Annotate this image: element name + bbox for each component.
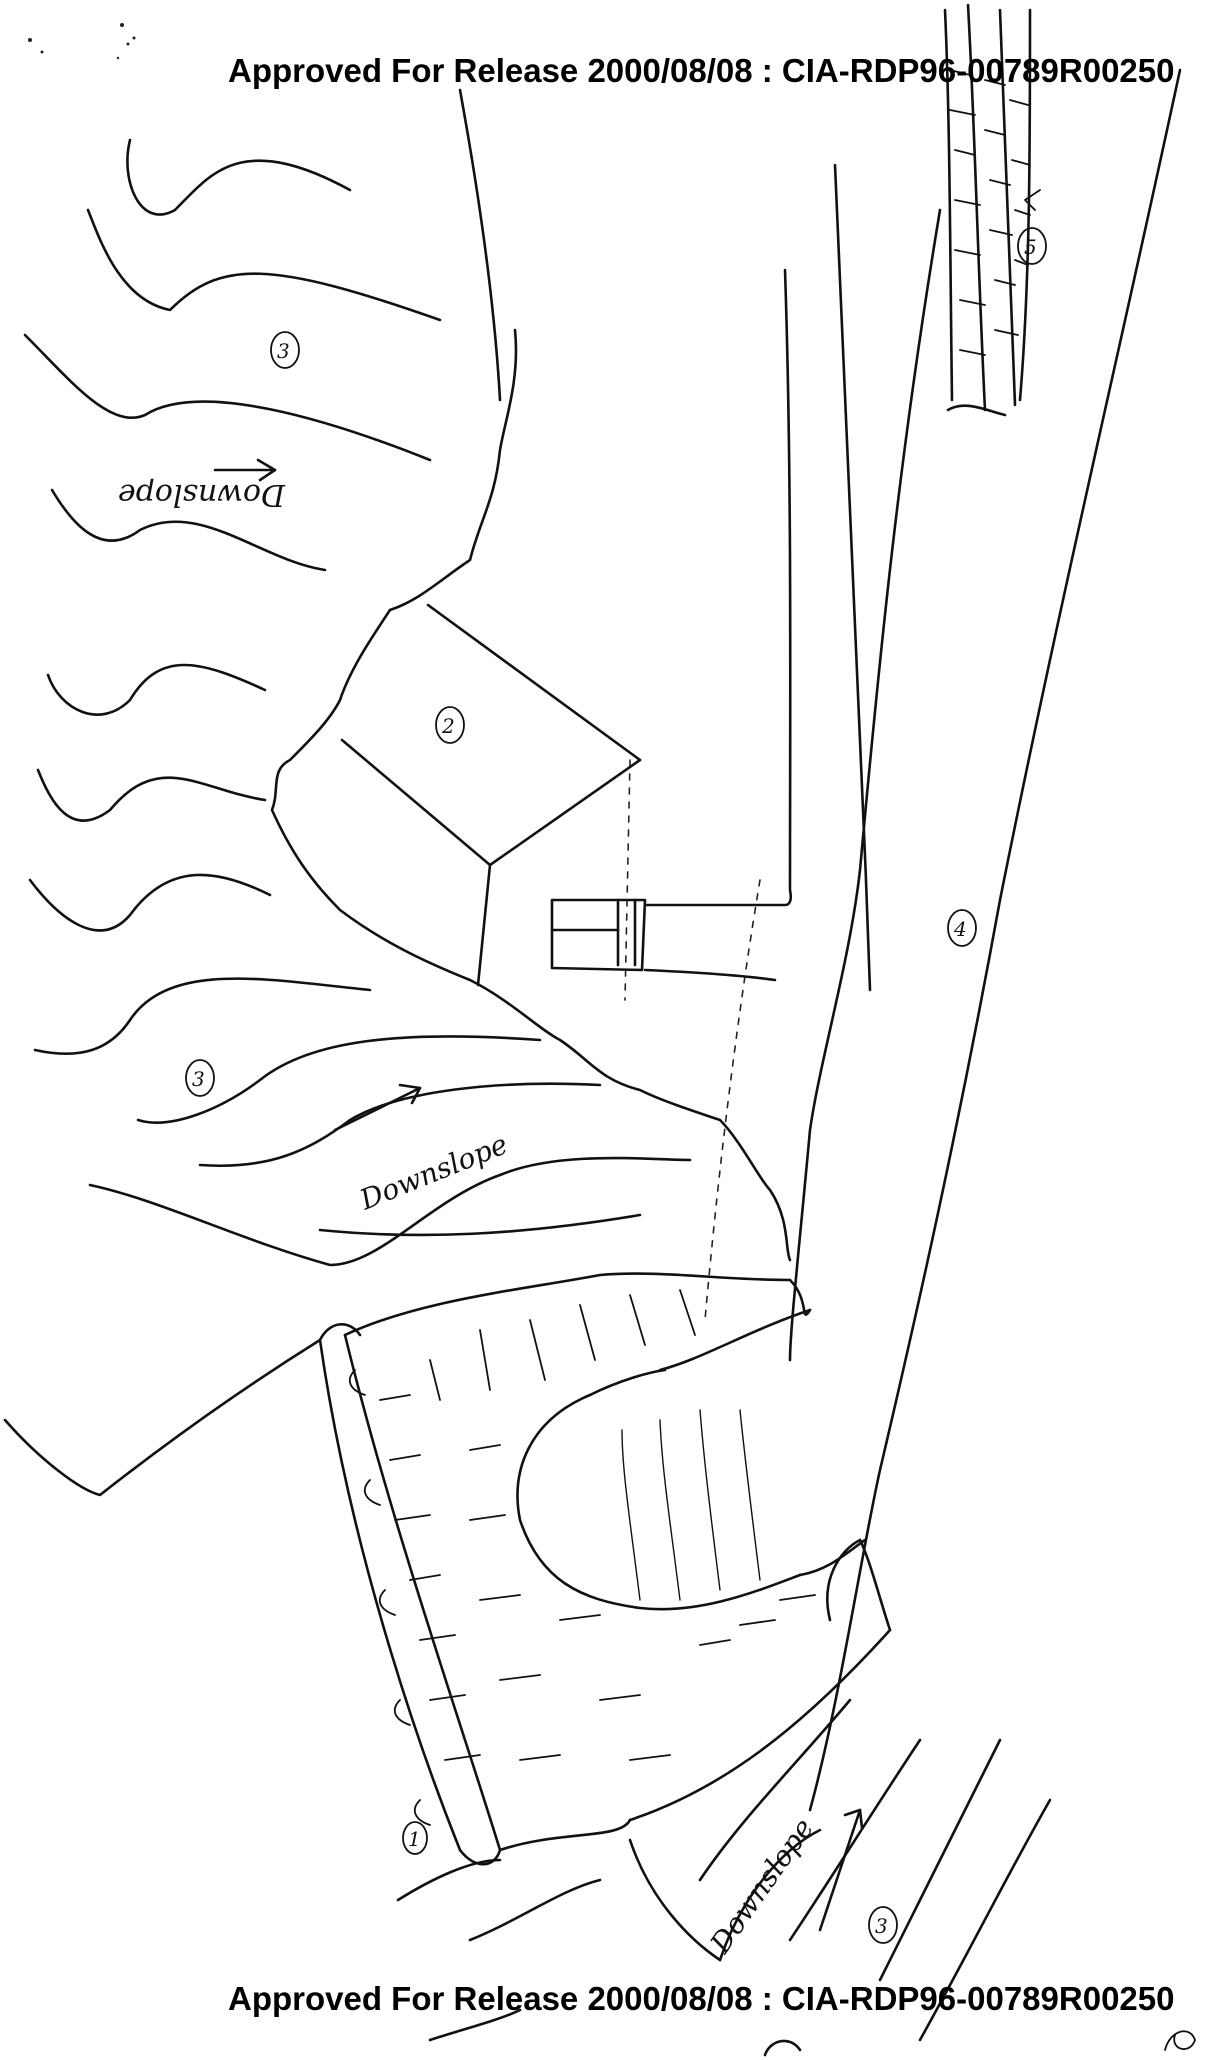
lower-left-curves [5, 1340, 600, 2040]
building-2 [342, 605, 775, 1000]
area-label-5: 5 [1024, 235, 1037, 259]
bottom-marks [765, 2031, 1195, 2055]
downslope-label-top: Downslope [118, 477, 286, 512]
area-labels: 3 2 3 4 5 1 3 [186, 228, 1046, 1943]
downslope-label-bottom: Downslope [703, 1812, 820, 1960]
bridge-structure-1 [320, 1274, 890, 1865]
area-label-3-top: 3 [277, 339, 290, 363]
slope-lines-top [25, 140, 440, 930]
release-footer-stamp: Approved For Release 2000/08/08 : CIA-RD… [228, 1980, 1174, 2018]
downslope-label-middle: Downslope [354, 1127, 512, 1216]
downslope-arrows [215, 460, 862, 1930]
road-channel-lines [645, 70, 1180, 1810]
area-label-4: 4 [953, 917, 967, 941]
area-label-1: 1 [408, 1827, 421, 1851]
scan-specks [28, 23, 136, 59]
area-label-2: 2 [441, 714, 455, 738]
area-label-3-bottom: 3 [875, 1914, 888, 1938]
release-header-stamp: Approved For Release 2000/08/08 : CIA-RD… [228, 52, 1174, 90]
slope-lines-middle [35, 979, 690, 1265]
area-label-3-middle: 3 [192, 1067, 205, 1091]
